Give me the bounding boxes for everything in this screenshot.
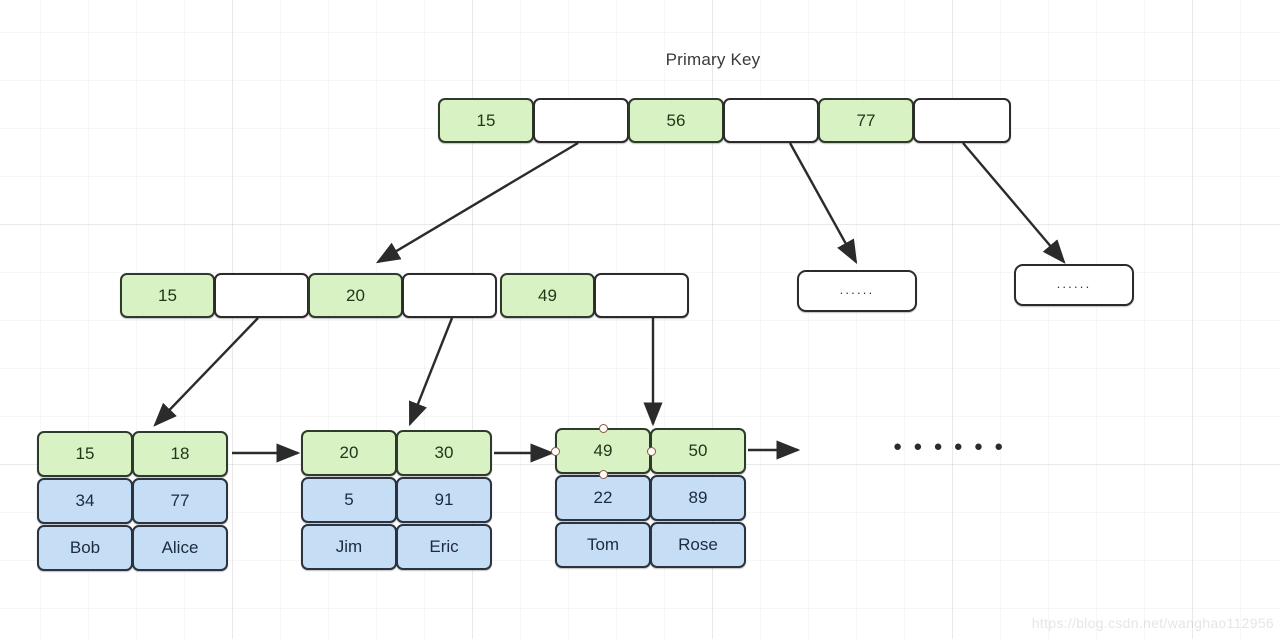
leaf-1-value-0[interactable]: 34 (37, 478, 133, 524)
leaf-3-name-0[interactable]: Tom (555, 522, 651, 568)
leaf-3-value-0[interactable]: 22 (555, 475, 651, 521)
root-cell-key-0[interactable]: 15 (438, 98, 534, 143)
root-cell-pointer-0[interactable] (533, 98, 629, 143)
leaf-2-name-1[interactable]: Eric (396, 524, 492, 570)
root-cell-key-1[interactable]: 56 (628, 98, 724, 143)
edge-root-to-stub-left (788, 142, 858, 265)
leaf-continuation-dots: ● ● ● ● ● ● (893, 438, 1007, 455)
leaf-3-key-1[interactable]: 50 (650, 428, 746, 474)
root-cell-key-2[interactable]: 77 (818, 98, 914, 143)
leaf-1-name-1[interactable]: Alice (132, 525, 228, 571)
edge-root-to-internal (375, 141, 579, 264)
selection-handle-top[interactable] (598, 423, 608, 433)
selection-handle-left[interactable] (550, 446, 560, 456)
page-title: Primary Key (0, 50, 1280, 70)
internal-cell-pointer-2[interactable] (594, 273, 689, 318)
leaf-3-key-0[interactable]: 49 (555, 428, 651, 474)
leaf-2-value-0[interactable]: 5 (301, 477, 397, 523)
leaf-1-key-1[interactable]: 18 (132, 431, 228, 477)
leaf-2-key-0[interactable]: 20 (301, 430, 397, 476)
leaf-2-value-1[interactable]: 91 (396, 477, 492, 523)
edge-internal-to-leaf-1 (153, 317, 259, 427)
root-cell-pointer-2[interactable] (913, 98, 1011, 143)
internal-cell-pointer-1[interactable] (402, 273, 497, 318)
page-title-text: Primary Key (665, 50, 761, 69)
root-cell-pointer-1[interactable] (723, 98, 819, 143)
selection-handle-bottom[interactable] (598, 469, 608, 479)
leaf-1-key-0[interactable]: 15 (37, 431, 133, 477)
leaf-3-name-1[interactable]: Rose (650, 522, 746, 568)
edge-root-to-stub-right (962, 142, 1066, 264)
leaf-3-value-1[interactable]: 89 (650, 475, 746, 521)
leaf-2-name-0[interactable]: Jim (301, 524, 397, 570)
watermark: https://blog.csdn.net/wanghao112956 (1031, 615, 1274, 631)
internal-stub-left[interactable]: ...... (797, 270, 917, 312)
leaf-1-name-0[interactable]: Bob (37, 525, 133, 571)
selection-handle-right[interactable] (646, 446, 656, 456)
edge-internal-to-leaf-2 (408, 317, 454, 427)
internal-cell-key-0[interactable]: 15 (120, 273, 215, 318)
leaf-2-key-1[interactable]: 30 (396, 430, 492, 476)
leaf-1-value-1[interactable]: 77 (132, 478, 228, 524)
internal-cell-key-2[interactable]: 49 (500, 273, 595, 318)
internal-cell-pointer-0[interactable] (214, 273, 309, 318)
internal-cell-key-1[interactable]: 20 (308, 273, 403, 318)
internal-stub-right[interactable]: ...... (1014, 264, 1134, 306)
